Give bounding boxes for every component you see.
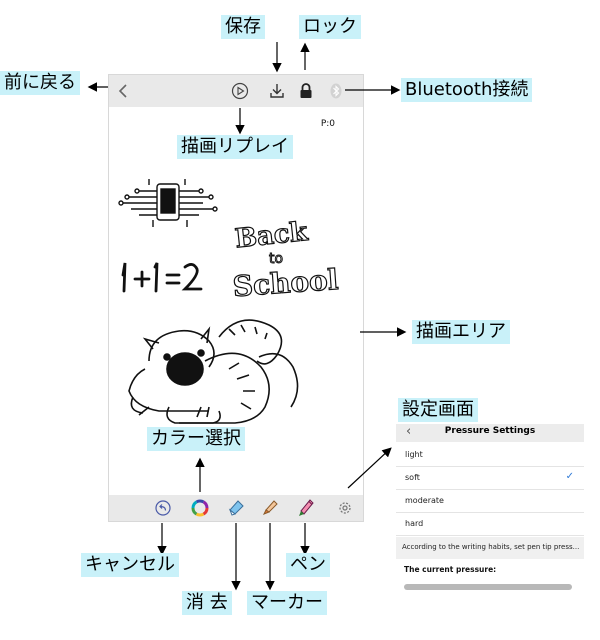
pressure-option-label: hard xyxy=(405,519,424,528)
pressure-slider[interactable] xyxy=(404,584,572,590)
label-back: 前に戻る xyxy=(0,71,80,95)
label-replay: 描画リプレイ xyxy=(177,135,293,159)
label-marker: マーカー xyxy=(247,591,327,615)
pressure-option-label: moderate xyxy=(405,496,444,505)
pressure-note-text: According to the writing habits, set pen… xyxy=(402,543,580,551)
label-cancel: キャンセル xyxy=(81,553,179,577)
label-eraser: 消 去 xyxy=(182,591,232,615)
lock-icon[interactable] xyxy=(299,82,313,100)
pressure-option-label: light xyxy=(405,450,423,459)
marker-icon[interactable] xyxy=(261,498,279,516)
label-settings-screen: 設定画面 xyxy=(398,398,478,422)
svg-text:to: to xyxy=(269,251,283,267)
label-draw-area: 描画エリア xyxy=(412,320,510,344)
color-wheel-icon[interactable] xyxy=(191,499,209,517)
pressure-option-hard[interactable]: hard xyxy=(396,513,584,536)
settings-header: ‹ Pressure Settings xyxy=(396,424,584,442)
back-to-school-doodle: Back to School xyxy=(231,216,340,303)
label-save: 保存 xyxy=(221,15,265,39)
canvas-sketch: Back to School xyxy=(118,179,340,424)
tiger-doodle xyxy=(128,319,299,424)
play-circle-icon[interactable] xyxy=(231,82,249,100)
pressure-option-soft[interactable]: soft ✓ xyxy=(396,467,584,490)
bottom-toolbar xyxy=(109,495,363,521)
gear-icon[interactable] xyxy=(337,500,353,516)
undo-icon[interactable] xyxy=(155,500,171,516)
pressure-option-light[interactable]: light xyxy=(396,444,584,467)
label-color-select: カラー選択 xyxy=(147,427,245,451)
bluetooth-icon[interactable] xyxy=(329,82,343,100)
label-bluetooth: Bluetooth接続 xyxy=(401,78,533,102)
circuit-phone-doodle xyxy=(118,179,218,227)
pen-icon[interactable] xyxy=(297,497,315,517)
label-lock: ロック xyxy=(299,15,361,39)
download-icon[interactable] xyxy=(269,82,285,100)
checkmark-icon: ✓ xyxy=(565,471,574,482)
pressure-option-moderate[interactable]: moderate xyxy=(396,490,584,513)
pressure-option-label: soft xyxy=(405,473,420,482)
drawing-area[interactable]: Back to School xyxy=(109,107,363,497)
top-toolbar xyxy=(109,75,363,107)
math-doodle xyxy=(121,262,203,293)
chevron-left-icon[interactable] xyxy=(117,83,129,99)
label-pen: ペン xyxy=(286,553,330,577)
current-pressure-label: The current pressure: xyxy=(404,565,497,574)
pressure-note: According to the writing habits, set pen… xyxy=(396,537,584,559)
settings-title: Pressure Settings xyxy=(444,426,536,436)
eraser-icon[interactable] xyxy=(227,498,245,516)
settings-screen: ‹ Pressure Settings light soft ✓ moderat… xyxy=(396,424,584,596)
page-counter: P:0 xyxy=(320,119,335,129)
settings-back-icon[interactable]: ‹ xyxy=(406,424,412,439)
svg-text:School: School xyxy=(232,263,340,303)
